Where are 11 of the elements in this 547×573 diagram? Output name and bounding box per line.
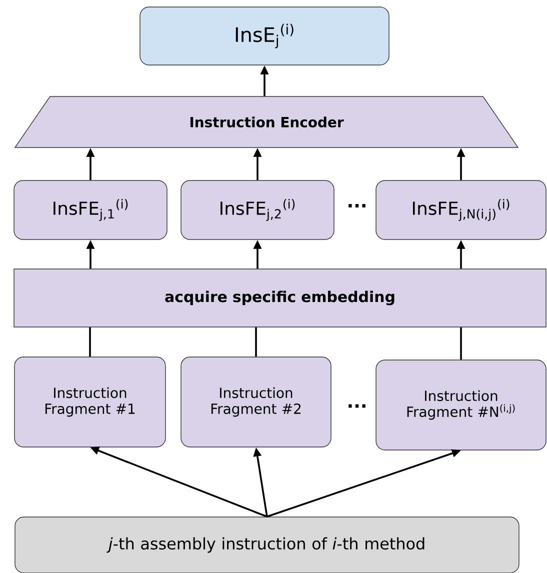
output-box: InsE$_{j}$(i) <box>140 6 390 66</box>
fragment-box: Instruction Fragment #N$^{(i,j)}$ <box>376 360 546 450</box>
ellipsis: ··· <box>348 204 366 208</box>
fragment-box: Instruction Fragment #2 <box>180 356 332 448</box>
input-box: j-th assembly instruction of i-th method <box>14 516 520 573</box>
ellipsis: ... <box>348 404 366 408</box>
embedding-box: InsFE$_{j,N(i,j)}$(i) <box>376 180 546 240</box>
fragment-box: Instruction Fragment #1 <box>14 356 166 448</box>
embedding-box: InsFE$_{j,1}$(i) <box>14 180 168 240</box>
embedding-box: InsFE$_{j,2}$(i) <box>180 180 334 240</box>
process-box: acquire specific embedding <box>14 268 546 328</box>
